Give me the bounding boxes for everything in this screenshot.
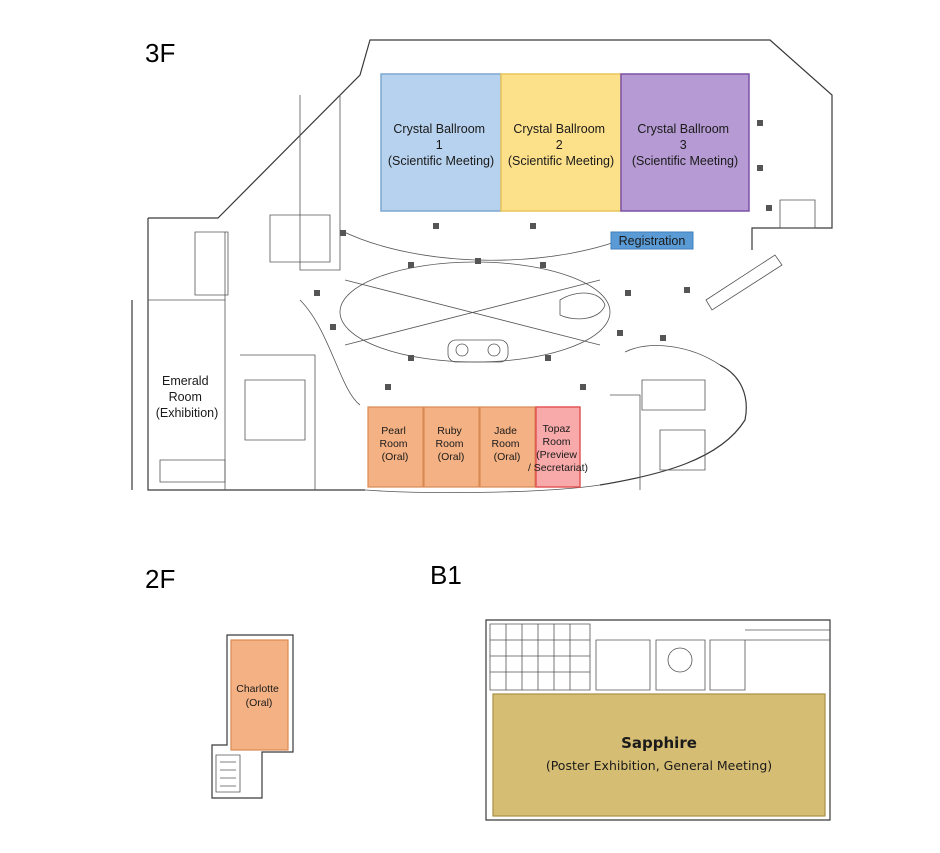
floor-2f-label: 2F [145, 564, 175, 594]
jade-room-area [479, 406, 536, 488]
crystal-ballroom-2-area [500, 73, 622, 212]
floor-b1-label: B1 [430, 560, 462, 590]
sapphire-hall[interactable]: Sapphire (Poster Exhibition, General Mee… [492, 693, 826, 817]
floor-b1: B1 Sapphire (Poster Exhibition, General … [430, 560, 831, 821]
crystal-ballroom-2-label: Crystal Ballroom 2 (Scientific Meeting) [508, 122, 614, 168]
ruby-room[interactable]: Ruby Room (Oral) [423, 406, 480, 488]
charlotte-room[interactable]: Charlotte (Oral) [230, 639, 289, 751]
registration-desk[interactable]: Registration [610, 231, 694, 250]
crystal-ballroom-2[interactable]: Crystal Ballroom 2 (Scientific Meeting) [500, 73, 622, 212]
crystal-ballroom-1-area [380, 73, 502, 212]
floor-2f: 2F Charlotte (Oral) [145, 564, 294, 799]
pearl-room-label: Pearl Room (Oral) [380, 425, 411, 463]
charlotte-room-label: Charlotte (Oral) [236, 683, 282, 709]
crystal-ballroom-3-label: Crystal Ballroom 3 (Scientific Meeting) [632, 122, 738, 168]
jade-room[interactable]: Jade Room (Oral) [479, 406, 536, 488]
crystal-ballroom-1[interactable]: Crystal Ballroom 1 (Scientific Meeting) [380, 73, 502, 212]
charlotte-room-area [230, 639, 289, 751]
ruby-room-area [423, 406, 480, 488]
floor-3f: 3F [131, 38, 833, 493]
crystal-ballroom-1-label: Crystal Ballroom 1 (Scientific Meeting) [388, 122, 494, 168]
crystal-ballroom-3-area [620, 73, 750, 212]
ruby-room-label: Ruby Room (Oral) [436, 425, 467, 463]
atrium [339, 261, 611, 363]
emerald-room[interactable]: Emerald Room (Exhibition) [156, 374, 219, 420]
floor-3f-walls [131, 39, 833, 493]
crystal-ballroom-3[interactable]: Crystal Ballroom 3 (Scientific Meeting) [620, 73, 750, 212]
pillars [314, 120, 772, 390]
sapphire-hall-area [492, 693, 826, 817]
jade-room-label: Jade Room (Oral) [492, 425, 523, 463]
topaz-room-label: Topaz Room (Preview / Secretariat) [528, 423, 588, 474]
sapphire-subtitle: (Poster Exhibition, General Meeting) [546, 758, 772, 773]
topaz-room[interactable]: Topaz Room (Preview / Secretariat) [528, 406, 588, 488]
registration-area [610, 231, 694, 250]
pearl-room-area [367, 406, 424, 488]
sapphire-title: Sapphire [621, 734, 697, 752]
floor-b1-walls [485, 619, 831, 821]
emerald-room-label: Emerald Room (Exhibition) [156, 374, 219, 420]
topaz-room-area [535, 406, 581, 488]
registration-label: Registration [619, 234, 686, 248]
floor-2f-walls [211, 634, 294, 799]
floor-3f-label: 3F [145, 38, 175, 68]
pearl-room[interactable]: Pearl Room (Oral) [367, 406, 424, 488]
